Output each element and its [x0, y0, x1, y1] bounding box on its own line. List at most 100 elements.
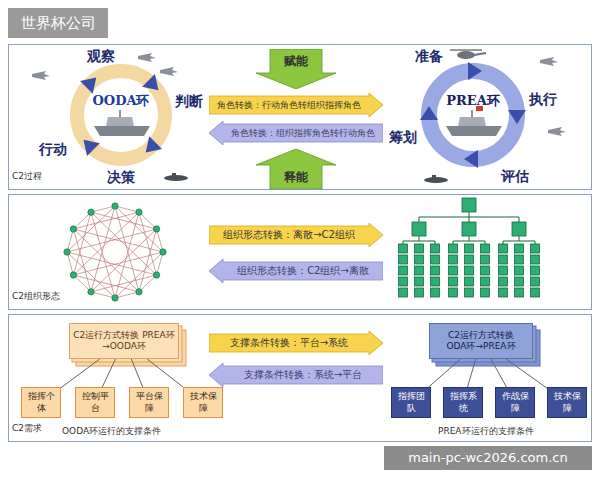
network-link [67, 206, 115, 252]
box-label: 指挥个体 [25, 391, 57, 414]
direction-marker [146, 136, 162, 152]
block-arrow: 角色转换：组织指挥角色转行动角色 [209, 121, 383, 145]
network-link [91, 206, 115, 212]
process-box: 指挥个体 [21, 387, 61, 418]
tree-line [503, 241, 504, 244]
arrow-label: 赋能 [284, 53, 308, 70]
arrow-body [209, 331, 383, 355]
process-box: 平台保障 [129, 387, 169, 418]
network-dot [64, 249, 70, 255]
arrow-label: 角色转换：行动角色转组织指挥角色 [217, 99, 361, 112]
block-arrow: 支撑条件转换：平台→系统 [209, 331, 383, 355]
tree-node [499, 266, 508, 275]
tree-line [419, 217, 420, 222]
box-label: 指挥团队 [395, 391, 427, 414]
direction-marker [464, 150, 478, 168]
arrow-label: 支撑条件转换：平台→系统 [230, 336, 348, 350]
network-dot [112, 203, 118, 209]
tree-node [462, 198, 476, 212]
watermark: 世界杯公司 [8, 8, 108, 38]
tree-node [415, 255, 424, 264]
connector-line [147, 359, 183, 387]
tree-node [449, 277, 458, 286]
tree-node [399, 266, 408, 275]
tree-line [419, 236, 420, 241]
network-link [67, 252, 73, 275]
arrow-label: 组织形态转换：离散→C2组织 [223, 228, 355, 242]
tree-node [449, 288, 458, 297]
direction-marker [142, 74, 158, 90]
network-link [73, 229, 139, 292]
tree-node [465, 244, 474, 253]
step-label: 执行 [529, 91, 557, 109]
arrow-body [209, 223, 383, 247]
tree-node [399, 244, 408, 253]
tree-node [481, 266, 490, 275]
tree-node [499, 288, 508, 297]
network-link [91, 212, 115, 298]
connector-line [61, 359, 100, 388]
arrow-body [256, 49, 336, 89]
tree-line [469, 212, 470, 217]
arrow-label: 角色转换：组织指挥角色转行动角色 [231, 127, 375, 140]
tree-line [503, 241, 535, 242]
network-link [157, 229, 163, 252]
tree-line [403, 241, 404, 244]
box-label: 技术保障 [187, 391, 219, 414]
tree-node [449, 244, 458, 253]
box-label: 技术保障 [551, 391, 583, 414]
tree-node [431, 244, 440, 253]
process-box: 技术保障 [183, 387, 223, 418]
tree-node [449, 266, 458, 275]
tree-node [481, 288, 490, 297]
connector-line [468, 359, 476, 387]
network-dot [136, 209, 142, 215]
tree-node [415, 244, 424, 253]
step-label: 观察 [87, 48, 115, 66]
warship [446, 106, 502, 136]
block-arrow: 赋能 [256, 49, 336, 89]
tree-node [531, 288, 540, 297]
tree-node [515, 266, 524, 275]
box-label: 指挥系统 [447, 391, 479, 414]
tree-line [469, 236, 470, 241]
tree-line [535, 241, 536, 244]
network-graph [64, 203, 166, 301]
tree-node [515, 255, 524, 264]
tree-line [485, 241, 486, 244]
network-link [115, 206, 163, 252]
tree-node [465, 277, 474, 286]
network-link [73, 229, 163, 252]
network-link [115, 292, 139, 298]
network-link [67, 252, 115, 298]
box-label: 作战保障 [499, 391, 531, 414]
tree-node [515, 277, 524, 286]
connector-line [131, 359, 142, 387]
block-arrow: 角色转换：行动角色转组织指挥角色 [209, 93, 383, 117]
tree-line [435, 241, 436, 244]
tree-node [412, 222, 426, 236]
warship [94, 110, 150, 136]
tree-node [431, 288, 440, 297]
tree-node [431, 266, 440, 275]
network-dot [136, 289, 142, 295]
tree-node [415, 266, 424, 275]
network-dot [153, 226, 159, 232]
connector-line [491, 359, 506, 387]
helicopter [450, 50, 486, 59]
section-label: C2组织形态 [12, 290, 60, 303]
step-label: 决策 [107, 169, 135, 187]
arrow-body [209, 259, 383, 283]
arrow-body [209, 93, 383, 117]
network-link [73, 212, 91, 275]
tree-node [415, 288, 424, 297]
ring-band [77, 71, 165, 159]
ring-outline [21, 47, 206, 189]
network-dot [160, 249, 166, 255]
cycle-title: OODA环 [81, 92, 161, 110]
tree-node [531, 277, 540, 286]
section-panel: C2运行方式转换 PREA环→OODA环指挥个体控制平台平台保障技术保障支撑条件… [8, 314, 592, 442]
tree-line [453, 241, 454, 244]
tree-node [431, 255, 440, 264]
